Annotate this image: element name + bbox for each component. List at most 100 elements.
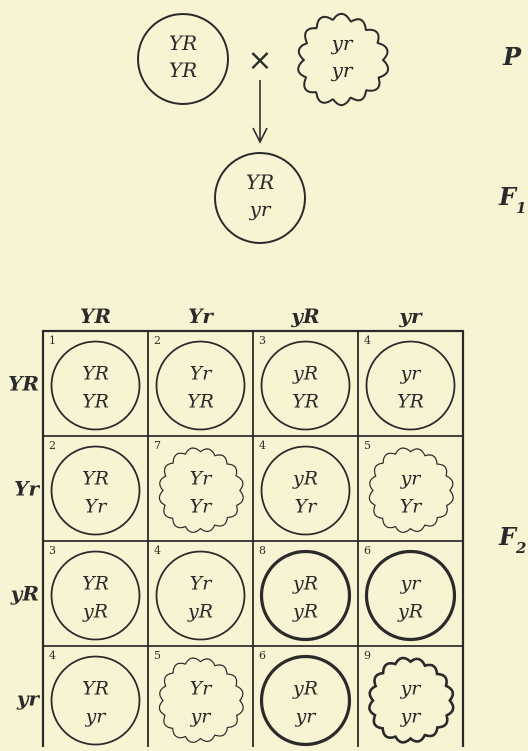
cell-bottom-genotype: YR — [82, 391, 109, 413]
cell-bottom-genotype: yR — [187, 601, 213, 623]
cell-bottom-genotype: YR — [292, 391, 319, 413]
grid-cell: 3YR yR — [49, 544, 140, 640]
cell-bottom-genotype: Yr — [295, 496, 319, 518]
grid-cell: 6 yR yr — [259, 649, 350, 745]
round-seed — [157, 342, 245, 430]
grid-cell: 3yRYR — [259, 334, 350, 430]
cell-number: 5 — [364, 439, 371, 452]
cell-number: 3 — [49, 544, 56, 557]
parent-right-top-genotype: yr — [331, 31, 354, 55]
cell-top-genotype: Yr — [190, 363, 214, 385]
cell-top-genotype: YR — [82, 363, 109, 385]
grid-cell: 9 yr yr — [364, 649, 453, 742]
f1-generation: YR yr F1 — [215, 153, 526, 243]
parent-right-bottom-genotype: yr — [331, 58, 354, 82]
f1-bottom-genotype: yr — [249, 197, 272, 221]
grid-cell: 4YR yr — [49, 649, 140, 745]
row-header: Yr — [14, 477, 40, 501]
cell-number: 4 — [154, 544, 161, 557]
generation-label-f2: F2 — [498, 522, 526, 557]
generation-label-f1: F1 — [498, 182, 526, 217]
column-header: yr — [398, 304, 423, 328]
cell-bottom-genotype: YR — [397, 391, 424, 413]
cell-number: 6 — [364, 544, 371, 557]
cell-bottom-genotype: yr — [400, 706, 423, 728]
cell-number: 4 — [364, 334, 371, 347]
cell-bottom-genotype: yr — [85, 706, 108, 728]
parent-generation: YR YR × yr yr P — [138, 14, 522, 105]
wrinkled-seed — [369, 448, 453, 532]
cell-top-genotype: yR — [292, 468, 318, 490]
cell-top-genotype: YR — [82, 573, 109, 595]
round-seed — [262, 552, 350, 640]
column-header: Yr — [188, 304, 214, 328]
cell-number: 8 — [259, 544, 266, 557]
cell-number: 2 — [49, 439, 56, 452]
generation-label-p: P — [502, 42, 522, 71]
cell-number: 9 — [364, 649, 371, 662]
wrinkled-seed — [369, 658, 453, 742]
round-seed — [52, 447, 140, 535]
column-header: YR — [80, 304, 111, 328]
cell-bottom-genotype: yr — [190, 706, 213, 728]
round-seed — [367, 552, 455, 640]
f1-top-genotype: YR — [246, 170, 274, 194]
cell-bottom-genotype: Yr — [190, 496, 214, 518]
cell-top-genotype: yr — [400, 573, 423, 595]
cross-symbol: × — [247, 43, 272, 78]
row-header: yr — [16, 687, 41, 711]
column-header: yR — [290, 304, 319, 328]
cell-bottom-genotype: yR — [82, 601, 108, 623]
grid-cell: 4 yR Yr — [259, 439, 350, 535]
cell-top-genotype: YR — [82, 468, 109, 490]
cell-number: 2 — [154, 334, 161, 347]
cell-top-genotype: yr — [400, 468, 423, 490]
cell-bottom-genotype: yR — [292, 601, 318, 623]
round-seed — [262, 447, 350, 535]
cell-top-genotype: Yr — [190, 573, 214, 595]
cell-number: 5 — [154, 649, 161, 662]
cell-number: 1 — [49, 334, 56, 347]
round-seed — [262, 342, 350, 430]
parent-left-bottom-genotype: YR — [169, 58, 197, 82]
round-seed — [52, 342, 140, 430]
row-header: YR — [8, 372, 39, 396]
cell-number: 4 — [49, 649, 56, 662]
cell-bottom-genotype: Yr — [400, 496, 424, 518]
cell-number: 3 — [259, 334, 266, 347]
cross-arrow — [253, 80, 267, 142]
cell-top-genotype: Yr — [190, 468, 214, 490]
round-seed — [157, 552, 245, 640]
round-seed — [262, 657, 350, 745]
cell-top-genotype: Yr — [190, 678, 214, 700]
grid-cell: 4Yr yR — [154, 544, 245, 640]
cell-top-genotype: yR — [292, 678, 318, 700]
cell-number: 7 — [154, 439, 161, 452]
grid-cell: 6 yr yR — [364, 544, 455, 640]
cell-number: 6 — [259, 649, 266, 662]
wrinkled-seed — [159, 658, 243, 742]
parent-left-top-genotype: YR — [169, 31, 197, 55]
cell-top-genotype: YR — [82, 678, 109, 700]
grid-cell: 1YR YR — [49, 334, 140, 430]
grid-cell: 5Yr yr — [154, 649, 243, 742]
round-seed — [367, 342, 455, 430]
cell-bottom-genotype: yr — [295, 706, 318, 728]
cell-top-genotype: yr — [400, 678, 423, 700]
round-seed — [52, 657, 140, 745]
cell-number: 4 — [259, 439, 266, 452]
cell-top-genotype: yR — [292, 573, 318, 595]
row-header: yR — [10, 582, 39, 606]
cell-top-genotype: yr — [400, 363, 423, 385]
cell-bottom-genotype: YR — [187, 391, 214, 413]
wrinkled-seed — [159, 448, 243, 532]
cell-bottom-genotype: yR — [397, 601, 423, 623]
